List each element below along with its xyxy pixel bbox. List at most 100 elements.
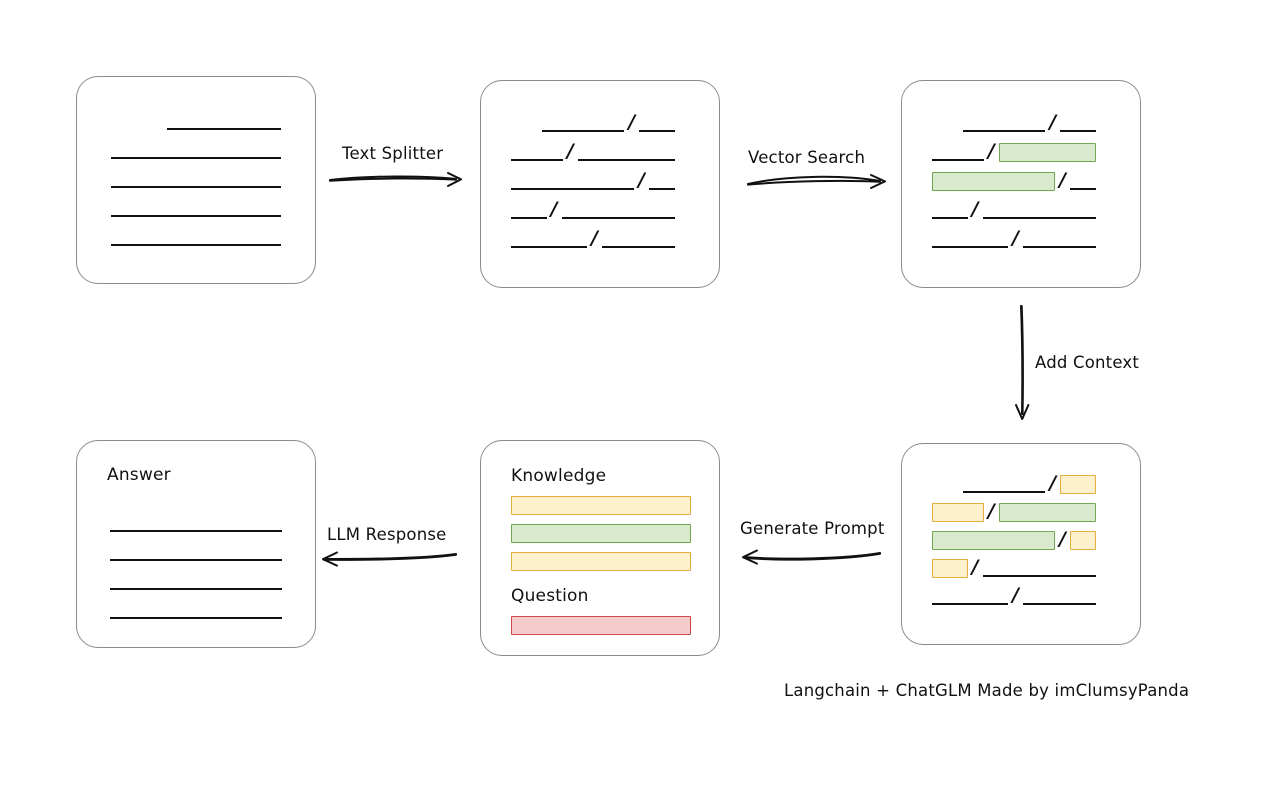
text-rule (511, 230, 588, 248)
text-rule (639, 114, 675, 132)
highlight-bar-green (998, 502, 1096, 522)
text-line: / (932, 226, 1110, 249)
document-lines (77, 77, 315, 283)
chunk-separator: / (971, 197, 979, 220)
highlight-bar-yellow (932, 558, 968, 578)
text-line (111, 227, 281, 247)
text-rule (167, 112, 281, 130)
text-rule (111, 228, 281, 246)
edge-add-context-arrow (1015, 305, 1030, 420)
edge-vector-search-arrow (747, 174, 886, 189)
answer-lines (77, 441, 315, 647)
chunk-separator: / (1012, 583, 1020, 606)
text-line: / (511, 168, 689, 191)
text-line: / (932, 139, 1110, 162)
edge-generate-prompt-label: Generate Prompt (740, 519, 885, 538)
text-rule (111, 141, 281, 159)
node-answer[interactable]: Answer (76, 440, 316, 648)
text-line: / (511, 110, 689, 133)
chunk-separator: / (1049, 471, 1057, 494)
text-rule (982, 201, 1096, 219)
text-line: / (511, 199, 689, 220)
text-rule (511, 172, 635, 190)
text-line: / (932, 527, 1110, 550)
text-line (110, 600, 282, 620)
text-rule (110, 601, 282, 619)
text-rule (1023, 230, 1096, 248)
text-rule (962, 475, 1046, 493)
text-line (111, 169, 281, 189)
node-document[interactable] (76, 76, 316, 284)
chunk-separator: / (1049, 110, 1057, 133)
text-line: / (932, 501, 1110, 522)
edge-text-splitter-arrow (329, 172, 462, 187)
node-context[interactable]: / / / / / (901, 443, 1141, 645)
text-line: / (932, 168, 1110, 191)
text-rule (541, 114, 625, 132)
text-line: / (511, 139, 689, 162)
text-line (111, 198, 281, 218)
text-rule (932, 587, 1009, 605)
text-line: / (511, 226, 689, 249)
edge-text-splitter-label: Text Splitter (342, 144, 444, 163)
prompt-knowledge-bars (481, 441, 719, 655)
prompt-bar-yellow (511, 552, 691, 571)
chunk-separator: / (638, 168, 646, 191)
chunk-separator: / (628, 110, 636, 133)
context-lines: / / / / / (902, 444, 1140, 644)
text-rule (511, 201, 547, 219)
text-line: / (932, 583, 1110, 606)
text-rule (932, 230, 1009, 248)
text-line: / (932, 197, 1110, 220)
text-line (110, 571, 282, 591)
chunk-separator: / (987, 139, 995, 162)
text-line: / (932, 555, 1110, 578)
node-prompt[interactable]: Knowledge Question (480, 440, 720, 656)
prompt-knowledge-label: Knowledge (511, 466, 607, 486)
prompt-bar-green (511, 524, 691, 543)
highlight-bar-green (998, 142, 1096, 162)
text-rule (110, 514, 282, 532)
node-search-results[interactable]: / / / / / (901, 80, 1141, 288)
text-rule (1070, 172, 1096, 190)
footer-credit: Langchain + ChatGLM Made by imClumsyPand… (784, 681, 1190, 700)
node-text-chunks[interactable]: / / / / / (480, 80, 720, 288)
prompt-bar-red (511, 616, 691, 635)
text-rule (602, 230, 675, 248)
text-rule (111, 170, 281, 188)
text-rule (1023, 587, 1096, 605)
chunk-separator: / (1059, 527, 1067, 550)
text-line (110, 513, 282, 533)
chunk-separator: / (566, 139, 574, 162)
answer-label: Answer (107, 465, 171, 485)
text-rule (110, 543, 282, 561)
chunk-separator: / (971, 555, 979, 578)
text-rule (561, 201, 675, 219)
text-rule (111, 199, 281, 217)
search-results-lines: / / / / / (902, 81, 1140, 287)
line-indent (111, 112, 167, 130)
text-line: / (932, 110, 1110, 133)
chunk-separator: / (1012, 226, 1020, 249)
edge-vector-search-label: Vector Search (748, 148, 866, 167)
text-line (111, 111, 281, 131)
text-rule (932, 143, 984, 161)
text-line (110, 542, 282, 562)
highlight-bar-yellow (1060, 474, 1096, 494)
text-rule (1060, 114, 1096, 132)
highlight-bar-green (932, 171, 1056, 191)
line-indent (932, 114, 963, 132)
highlight-bar-yellow (932, 502, 984, 522)
edge-generate-prompt-arrow (742, 549, 881, 565)
edge-llm-response-arrow (322, 551, 457, 567)
edge-add-context-label: Add Context (1035, 353, 1140, 372)
chunk-separator: / (1059, 168, 1067, 191)
line-indent (932, 475, 963, 493)
chunk-separator: / (591, 226, 599, 249)
text-line (111, 140, 281, 160)
edge-llm-response-label: LLM Response (327, 525, 447, 544)
text-rule (110, 572, 282, 590)
highlight-bar-green (932, 530, 1056, 550)
text-rule (962, 114, 1046, 132)
